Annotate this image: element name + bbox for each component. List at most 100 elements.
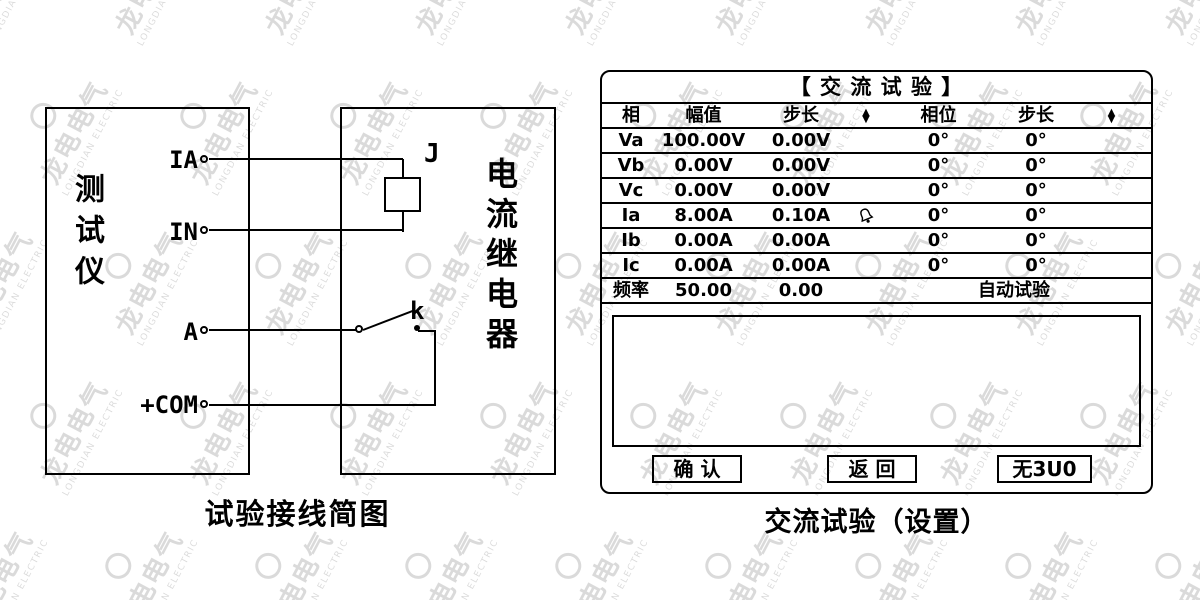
cell-angle-step: 0°: [1025, 180, 1047, 201]
header-angle-step: 步长: [1018, 105, 1054, 126]
terminal-label-ia: IA: [169, 146, 198, 174]
screen-title: 【 交 流 试 验 】: [602, 72, 1151, 104]
table-row-va[interactable]: Va 100.00V 0.00V 0° 0°: [602, 129, 1151, 154]
table-row-ib[interactable]: Ib 0.00A 0.00A 0° 0°: [602, 229, 1151, 254]
cell-amplitude: 0.00A: [674, 230, 733, 251]
terminal-label-a: A: [183, 318, 198, 346]
terminal-label-com: +COM: [140, 391, 198, 419]
wire-com: [209, 404, 436, 406]
header-step: 步长: [783, 105, 819, 126]
watermark-ring-icon: [100, 548, 136, 584]
watermark-ring-icon: [850, 548, 886, 584]
cell-step: 0.00A: [771, 255, 831, 276]
sort-arrows-icon[interactable]: ▲▼: [851, 106, 881, 125]
cell-amplitude: 0.00A: [674, 255, 733, 276]
arrow-down-icon: ▼: [862, 113, 870, 125]
cell-angle: 0°: [927, 205, 950, 226]
cell-angle: 0°: [927, 155, 950, 176]
table-row-vc[interactable]: Vc 0.00V 0.00V 0° 0°: [602, 179, 1151, 204]
cell-phase: Vc: [618, 180, 644, 201]
watermark-ring-icon: [550, 548, 586, 584]
switch-label: k: [410, 297, 425, 325]
header-phase: 相: [622, 105, 640, 126]
cell-step: 0.00V: [771, 180, 831, 201]
terminal-in: [200, 226, 208, 234]
relay-box: [340, 107, 556, 475]
cell-amplitude: 100.00V: [661, 130, 746, 151]
relay-coil: [384, 177, 421, 212]
cell-angle-step: 0°: [1025, 130, 1047, 151]
cell-phase: Ib: [621, 230, 641, 251]
cell-test-mode: 自动试验: [978, 280, 1050, 301]
table-row-vb[interactable]: Vb 0.00V 0.00V 0° 0°: [602, 154, 1151, 179]
wire-switch-stub: [418, 330, 436, 332]
cell-phase: Va: [618, 130, 644, 151]
cell-angle: 0°: [927, 230, 950, 251]
terminal-ia: [200, 155, 208, 163]
tester-box: [45, 107, 250, 475]
message-area: [612, 315, 1141, 447]
wire-in: [209, 229, 403, 231]
table-row-ic[interactable]: Ic 0.00A 0.00A 0° 0°: [602, 254, 1151, 279]
cell-angle: 0°: [927, 180, 950, 201]
cell-step: 0.00A: [771, 230, 831, 251]
watermark-ring-icon: [1150, 248, 1186, 284]
header-angle: 相位: [920, 105, 957, 126]
cell-freq-value: 50.00: [675, 280, 732, 301]
wire-down: [434, 330, 436, 406]
arrow-up-icon: ▲: [862, 106, 870, 118]
cell-freq-label: 频率: [613, 280, 649, 301]
cell-amplitude: 8.00A: [674, 205, 733, 226]
bell-icon: [860, 207, 874, 223]
cell-angle: 0°: [927, 255, 950, 276]
confirm-button[interactable]: 确 认: [652, 455, 742, 483]
table-row-frequency[interactable]: 频率 50.00 0.00 自动试验: [602, 279, 1151, 304]
sort-arrows-icon[interactable]: ▲▼: [1076, 106, 1147, 125]
no-3u0-button[interactable]: 无3U0: [997, 455, 1092, 483]
cell-step: 0.00V: [771, 155, 831, 176]
cell-amplitude: 0.00V: [674, 155, 733, 176]
cell-angle-step: 0°: [1025, 230, 1047, 251]
back-button[interactable]: 返 回: [827, 455, 917, 483]
diagram-caption: 试验接线简图: [204, 497, 391, 531]
header-amplitude: 幅值: [685, 105, 722, 126]
cell-phase: Ic: [622, 255, 640, 276]
cell-step: 0.00V: [771, 130, 831, 151]
cell-phase: Ia: [621, 205, 641, 226]
coil-label: J: [424, 139, 440, 169]
wire-ia: [209, 158, 403, 160]
cell-step: 0.10A: [771, 205, 831, 226]
watermark-ring-icon: [250, 248, 286, 284]
arrow-up-icon: ▲: [1107, 106, 1116, 118]
switch-pivot: [355, 325, 363, 333]
cell-amplitude: 0.00V: [674, 180, 733, 201]
cell-angle-step: 0°: [1025, 205, 1047, 226]
cell-phase: Vb: [617, 155, 645, 176]
cell-angle: 0°: [927, 130, 950, 151]
watermark-ring-icon: [250, 548, 286, 584]
watermark-ring-icon: [1000, 548, 1036, 584]
watermark-ring-icon: [400, 548, 436, 584]
watermark-ring-icon: [1150, 548, 1186, 584]
cell-freq-step: 0.00: [778, 280, 824, 301]
terminal-a: [200, 326, 208, 334]
screen-caption: 交流试验（设置）: [764, 507, 989, 538]
table-header-row: 相 幅值 步长 ▲▼ 相位 步长 ▲▼: [602, 104, 1151, 129]
table-row-ia[interactable]: Ia 8.00A 0.10A 0° 0°: [602, 204, 1151, 229]
cell-angle-step: 0°: [1025, 255, 1047, 276]
relay-label: 电流继电器: [481, 157, 519, 357]
cursor-slot: [851, 207, 881, 225]
switch-contact: [414, 325, 420, 331]
cell-angle-step: 0°: [1025, 155, 1047, 176]
arrow-down-icon: ▼: [1107, 113, 1116, 125]
